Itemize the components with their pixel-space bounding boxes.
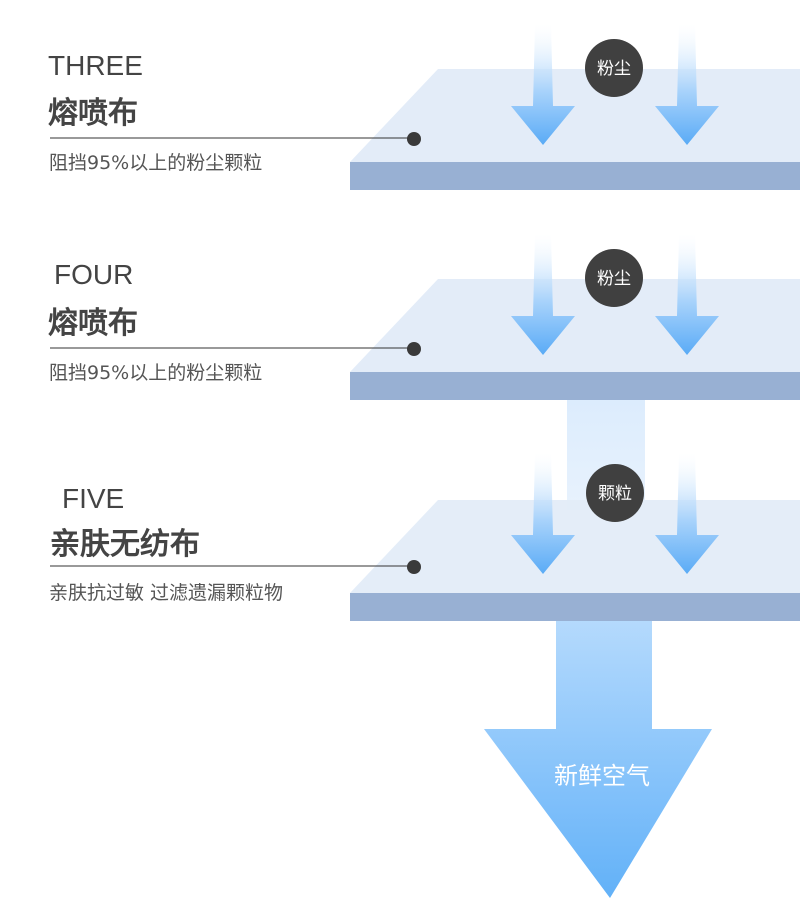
layer-top-face	[350, 279, 800, 372]
layer-edge	[350, 372, 800, 400]
layer-number-label: FIVE	[62, 483, 125, 514]
filter-layer-three: 粉尘	[50, 24, 800, 190]
layer-description: 阻挡95%以上的粉尘颗粒	[49, 362, 263, 384]
big-down-arrow-icon	[484, 612, 712, 898]
filter-layer-five: 颗粒	[50, 453, 800, 621]
dust-badge: 粉尘	[585, 249, 643, 307]
down-arrow-icon	[511, 234, 575, 355]
leader-dot	[407, 132, 421, 146]
fresh-air-arrow: 新鲜空气	[484, 612, 712, 898]
badge-label: 粉尘	[597, 59, 631, 79]
layer-edge	[350, 593, 800, 621]
down-arrow-icon	[655, 234, 719, 355]
down-arrow-icon	[655, 24, 719, 145]
filter-layer-four: 粉尘	[50, 234, 800, 400]
down-arrow-icon	[655, 453, 719, 574]
badge-label: 颗粒	[598, 484, 632, 504]
leader-dot	[407, 560, 421, 574]
down-arrow-icon	[511, 453, 575, 574]
dust-badge: 粉尘	[585, 39, 643, 97]
particle-badge: 颗粒	[586, 464, 644, 522]
leader-dot	[407, 342, 421, 356]
badge-label: 粉尘	[597, 269, 631, 289]
layer-title: 亲肤无纺布	[50, 527, 200, 562]
layer-number-label: FOUR	[54, 259, 134, 290]
fresh-air-label: 新鲜空气	[554, 762, 650, 790]
layer-number-label: THREE	[48, 50, 143, 81]
layer-top-face	[350, 500, 800, 593]
layer-description: 亲肤抗过敏 过滤遗漏颗粒物	[49, 582, 284, 604]
layer-edge	[350, 162, 800, 190]
layer-title: 熔喷布	[48, 306, 138, 341]
layer-title: 熔喷布	[48, 96, 138, 131]
layer-description: 阻挡95%以上的粉尘颗粒	[49, 152, 263, 174]
down-arrow-icon	[511, 24, 575, 145]
layer-top-face	[350, 69, 800, 162]
